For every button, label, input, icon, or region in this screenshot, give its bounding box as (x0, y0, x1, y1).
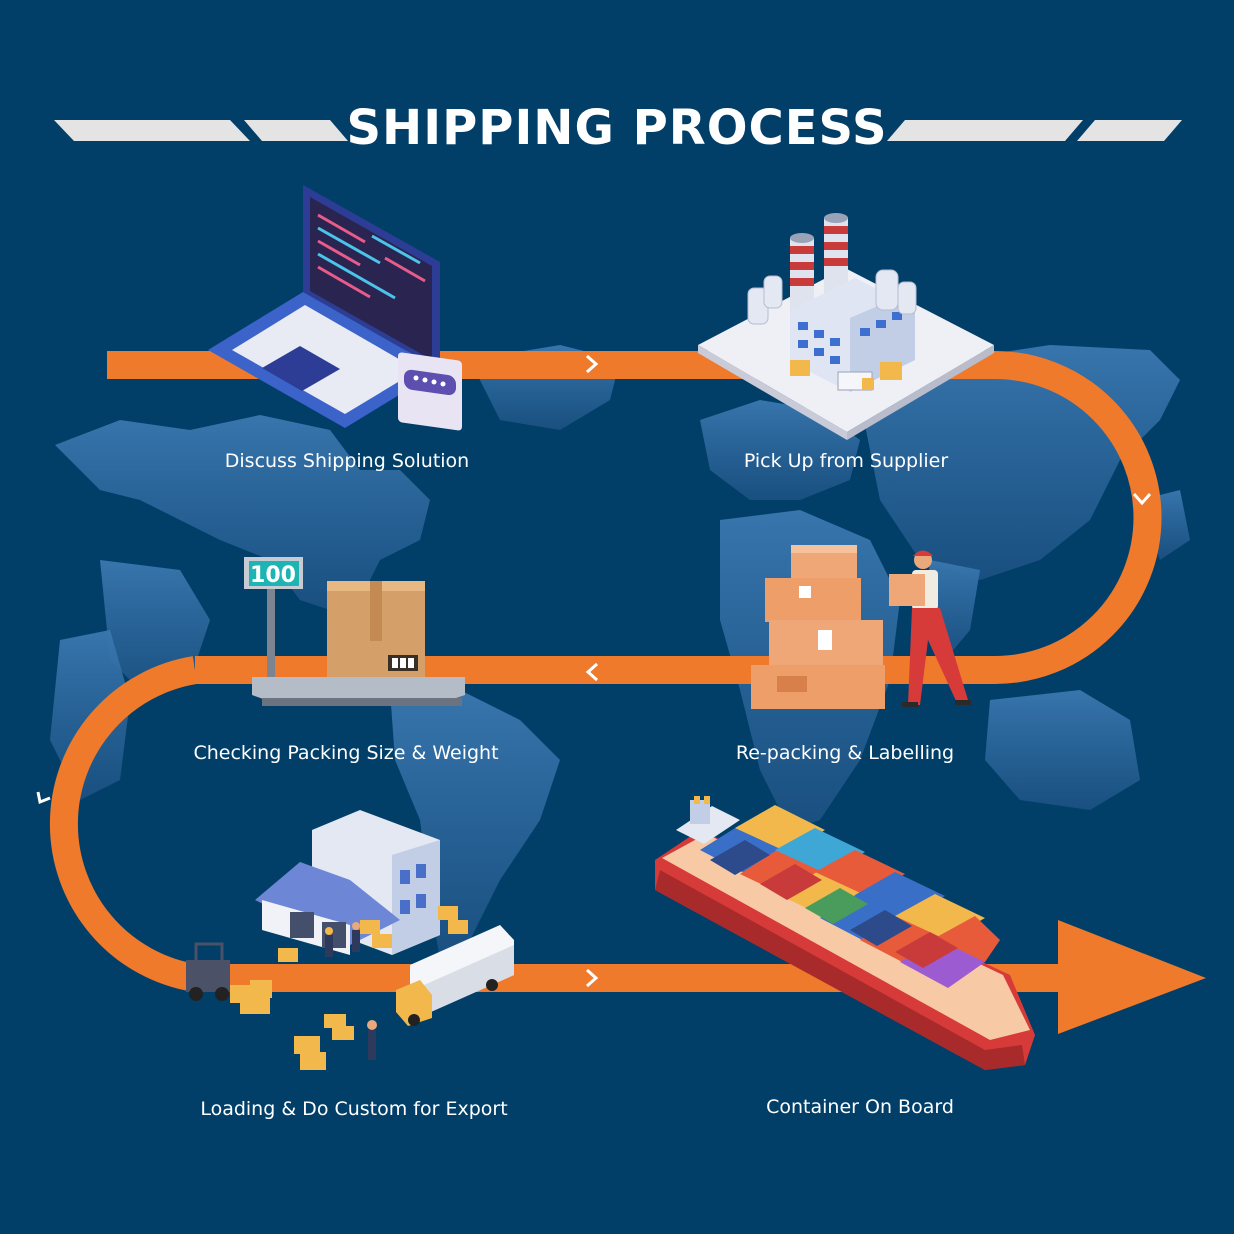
step-label-checking-packing-size-weight: Checking Packing Size & Weight (193, 742, 499, 764)
factory-base-shadow (698, 345, 847, 440)
scale-icon: 100 (244, 557, 465, 706)
worker-boxes-icon (751, 545, 971, 709)
chevron-right-icon (586, 354, 599, 374)
title-decoration-left (54, 120, 348, 141)
map-north-america (55, 415, 430, 610)
step-label-loading-do-custom-for-export: Loading & Do Custom for Export (200, 1098, 508, 1120)
map-australia (985, 690, 1140, 810)
path-arrowhead (1058, 920, 1206, 1034)
laptop-trackpad (262, 346, 340, 391)
cargo-boxes (230, 906, 468, 1070)
page-title: SHIPPING PROCESS (346, 100, 888, 156)
ship-containers (700, 805, 1000, 988)
warehouse-door-1 (290, 912, 314, 938)
worker-cap (913, 550, 933, 556)
factory-icon (698, 213, 994, 440)
laptop-code-lines (317, 213, 426, 300)
forklift-icon (186, 942, 230, 1001)
scale-post (267, 589, 275, 677)
chevron-down-left-icon (36, 791, 51, 805)
map-europe (700, 400, 860, 500)
chevron-right-icon-2 (586, 968, 599, 988)
ship-bridge (676, 796, 740, 844)
chevron-left-icon (585, 662, 598, 682)
warehouse-windows (400, 864, 426, 914)
worker-legs (908, 608, 968, 705)
step-label-pick-up-from-supplier: Pick Up from Supplier (743, 450, 949, 472)
warehouse-icon (186, 810, 514, 1070)
password-dots (413, 375, 446, 387)
title-bar-left-2 (244, 120, 348, 141)
path-curve-left (49, 656, 198, 992)
box-stack (751, 545, 885, 709)
title-bar-right-2 (1077, 120, 1182, 141)
step-label-re-packing-labelling: Re-packing & Labelling (735, 742, 955, 764)
laptop-screen (310, 197, 432, 360)
cargo-ship-icon (655, 796, 1035, 1070)
world-map (50, 345, 1190, 960)
factory-base-shadow-right (847, 345, 994, 440)
truck-icon (396, 925, 514, 1026)
factory-tanks (747, 269, 917, 325)
chevron-down-icon (1132, 493, 1152, 506)
carried-box (889, 574, 925, 606)
title-decoration-right (887, 120, 1182, 141)
worker-icon (889, 550, 971, 707)
ship-hull-shadow (655, 870, 1025, 1070)
step-label-container-on-board: Container On Board (766, 1096, 954, 1118)
path-curve-right (994, 351, 1162, 684)
factory-windows (798, 312, 902, 364)
path-chevrons (36, 354, 1152, 988)
laptop-icon (208, 185, 462, 431)
title-bar-left-1 (54, 120, 250, 141)
title-bar-right-1 (887, 120, 1083, 141)
truck-cab (396, 980, 432, 1026)
workers-small (325, 922, 377, 1060)
laptop-keyboard (232, 305, 418, 414)
scale-reading: 100 (250, 563, 296, 588)
factory-cargo-1 (790, 360, 810, 376)
scale-platform (252, 677, 465, 700)
ship-deck (662, 834, 1030, 1040)
factory-cargo-2 (880, 362, 902, 380)
step-label-discuss-shipping-solution: Discuss Shipping Solution (224, 450, 470, 472)
